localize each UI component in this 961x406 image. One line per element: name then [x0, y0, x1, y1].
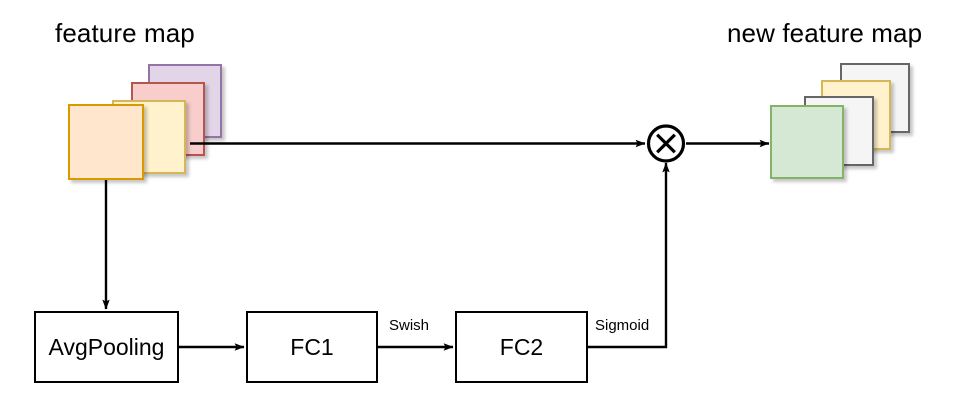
node-fc1-label: FC1: [290, 333, 334, 360]
node-avgpooling-label: AvgPooling: [48, 333, 165, 360]
node-fc2[interactable]: FC2: [455, 311, 588, 383]
node-fc2-label: FC2: [499, 333, 544, 360]
edge-label-swish: Swish: [389, 317, 430, 334]
page-title-feature-map: feature map: [55, 18, 195, 48]
edge-label-sigmoid: Sigmoid: [595, 317, 650, 334]
node-avgpooling[interactable]: AvgPooling: [34, 311, 179, 383]
multiply-circle-icon: [646, 124, 686, 163]
feature-map-right-layer-1-green: [770, 105, 844, 179]
page-title-new-feature-map: new feature map: [727, 18, 923, 48]
edge-fc2-to-multiply: [588, 162, 670, 349]
feature-map-left-layer-1-orange: [68, 104, 144, 180]
node-fc1[interactable]: FC1: [246, 311, 378, 383]
